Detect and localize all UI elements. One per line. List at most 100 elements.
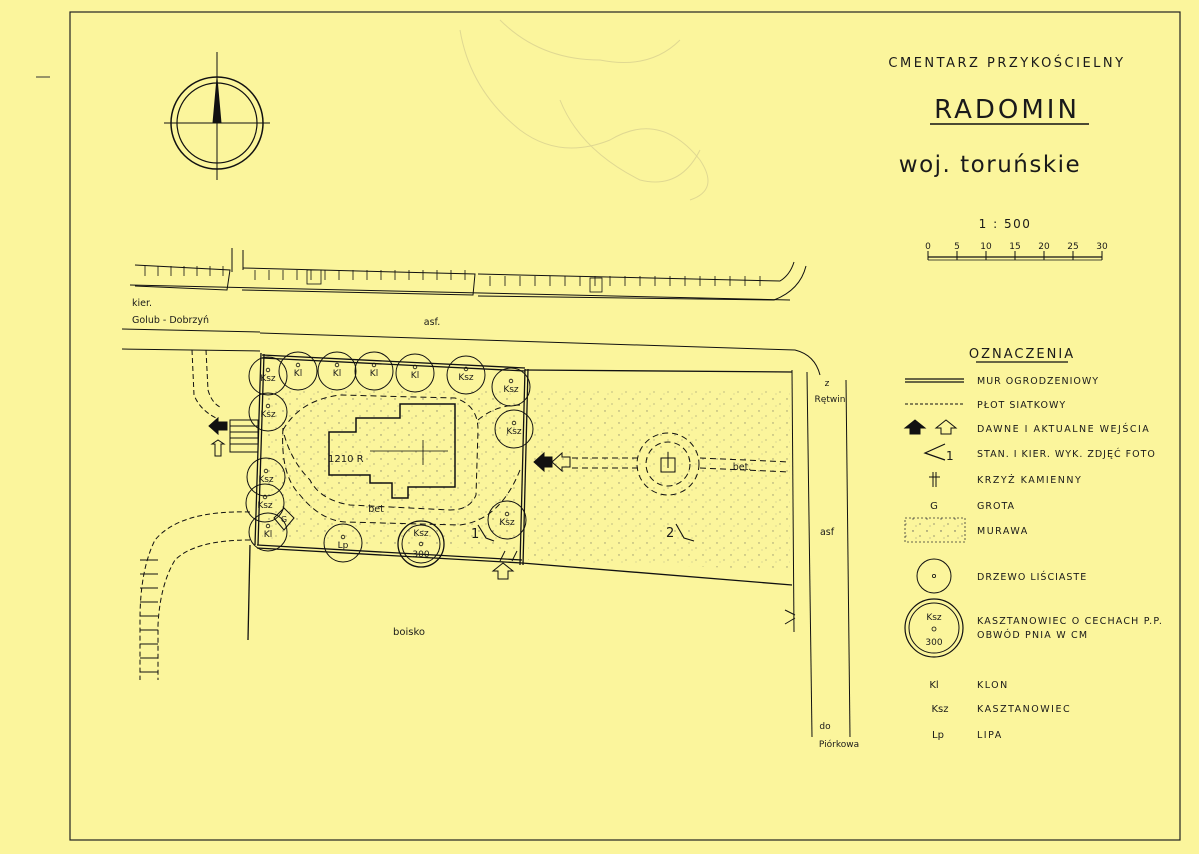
tree-label: Ksz [260, 410, 276, 420]
grotto-label: G [281, 515, 287, 524]
tree-label: Kl [294, 369, 302, 379]
pitch-label: boisko [393, 627, 425, 638]
tree-label: Ksz [258, 475, 274, 485]
scale-tick-label: 25 [1067, 242, 1078, 252]
north-arrow-icon [164, 52, 270, 180]
legend-trunk: OBWÓD PNIA W CM [977, 629, 1088, 641]
scale-bar: 0 5 10 15 20 25 30 [925, 242, 1108, 261]
tree: Ksz [245, 483, 285, 523]
tree: Ksz [491, 367, 531, 407]
tree-label: Ksz [506, 427, 522, 437]
photo-position-icon [477, 523, 695, 542]
legend-kl: KLON [977, 680, 1009, 691]
east-concrete-path [572, 432, 791, 496]
old-entrance-west-icon [208, 416, 228, 436]
side-road [784, 369, 851, 738]
plan-region: woj. toruńskie [899, 152, 1081, 178]
concrete-east-label: bet. [733, 462, 752, 473]
scale-tick-label: 10 [980, 242, 992, 252]
side-road-surface: asf [820, 527, 835, 538]
chestnut-300-value: 300 [412, 550, 429, 560]
tree-label: Kl [333, 369, 341, 379]
scale-text: 1 : 500 [979, 217, 1032, 231]
legend-entrances: DAWNE I AKTUALNE WEJŚCIA [977, 423, 1150, 435]
scale-tick-label: 5 [954, 242, 960, 252]
grotto-icon [273, 507, 295, 531]
tree: Ksz [246, 457, 286, 497]
scale-tick-label: 30 [1096, 242, 1108, 252]
plan-title: RADOMIN [934, 95, 1080, 125]
legend-title: OZNACZENIA [969, 347, 1075, 362]
tree: Ksz [446, 355, 486, 395]
side-road-to-place: Piórkowa [819, 739, 859, 750]
chestnut-300 [397, 520, 445, 568]
legend-ksz: KASZTANOWIEC [977, 704, 1071, 715]
scale-tick-label: 15 [1009, 242, 1020, 252]
legend-pp-value: 300 [925, 638, 942, 648]
tree-label: Ksz [257, 501, 273, 511]
legend-cross: KRZYŻ KAMIENNY [977, 475, 1082, 486]
stone-cross-icon [660, 452, 676, 473]
legend-lawn: MURAWA [977, 526, 1029, 537]
tree: Ksz [248, 356, 288, 396]
roadside-buildings [134, 248, 807, 301]
legend-kl-abbr: Kl [929, 680, 938, 691]
scale-tick-label: 0 [925, 242, 931, 252]
sheet-border [69, 11, 1181, 841]
side-road-to: do [819, 722, 831, 732]
tree: Kl [278, 351, 318, 391]
west-stairs [229, 419, 259, 453]
concrete-path-label: bet [368, 504, 384, 515]
tree: Kl [354, 351, 394, 391]
tree-label: Lp [338, 541, 349, 551]
road-direction-1: kier. [132, 298, 152, 309]
tree-label: Ksz [260, 374, 276, 384]
legend-lp: LIPA [977, 730, 1003, 741]
tree: Kl [317, 351, 357, 391]
legend-grotto: GROTA [977, 501, 1015, 512]
tree-label: Ksz [458, 373, 474, 383]
current-entrance-east-icon [551, 451, 571, 473]
main-road [121, 284, 821, 376]
tree-label: Kl [370, 369, 378, 379]
tree: Ksz [487, 500, 527, 540]
left-path [139, 349, 251, 680]
tree-label: Ksz [503, 385, 519, 395]
legend-lp-abbr: Lp [932, 730, 944, 741]
tree: Kl [395, 353, 435, 393]
tree-label: Ksz [499, 518, 515, 528]
photo-2-label: 2 [666, 526, 674, 541]
tree: Lp [323, 523, 363, 563]
lawn-area [262, 390, 520, 550]
legend-symbols [903, 378, 966, 658]
church-label: 1210 R [328, 454, 364, 465]
legend-grotto-letter: G [930, 501, 938, 512]
current-entrance-west-icon [210, 439, 226, 457]
scale-tick-label: 20 [1038, 242, 1050, 252]
legend-tree: DRZEWO LIŚCIASTE [977, 571, 1087, 583]
road-direction-2: Golub - Dobrzyń [132, 315, 209, 326]
legend-photo-num: 1 [946, 449, 954, 463]
photo-1-label: 1 [471, 527, 479, 542]
tree-label: Kl [411, 371, 419, 381]
tree: Kl [248, 512, 288, 552]
legend-fence: PŁOT SIATKOWY [977, 400, 1066, 411]
legend-chestnut-pp: KASZTANOWIEC O CECHACH P.P. [977, 616, 1163, 627]
plan-subtitle: CMENTARZ PRZYKOŚCIELNY [888, 55, 1125, 71]
church-building [328, 403, 456, 499]
road-surface-top: asf. [424, 317, 440, 328]
legend-ksz-abbr: Ksz [931, 704, 948, 715]
tree-label: Kl [264, 530, 272, 540]
side-road-from: z [825, 379, 830, 389]
chestnut-300-abbr: Ksz [413, 529, 429, 539]
tree: Ksz [248, 392, 288, 432]
legend-pp-abbr: Ksz [926, 613, 942, 623]
tree: Ksz [494, 409, 534, 449]
side-road-from-place: Rętwin [815, 395, 846, 405]
ghost-print-through [459, 19, 709, 201]
legend-wall: MUR OGRODZENIOWY [977, 376, 1099, 387]
current-entrance-south-icon [491, 562, 515, 580]
legend-photo: STAN. I KIER. WYK. ZDJĘĆ FOTO [977, 448, 1156, 460]
